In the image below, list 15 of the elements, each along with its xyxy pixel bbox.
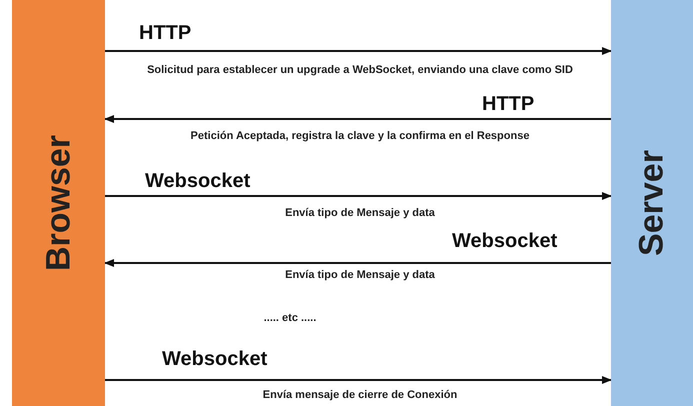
message-text: Envía mensaje de cierre de Conexión bbox=[262, 389, 458, 401]
message-text: Envía tipo de Mensaje y data bbox=[284, 269, 436, 281]
arrow bbox=[104, 115, 611, 123]
participant-label: Server bbox=[632, 150, 672, 256]
arrow bbox=[104, 259, 611, 267]
arrow bbox=[105, 47, 612, 55]
arrow bbox=[105, 376, 612, 384]
message-text: ..... etc ..... bbox=[262, 312, 318, 324]
message-text: Petición Aceptada, registra la clave y la confirma en el Response bbox=[190, 130, 530, 142]
lifeline-bar bbox=[12, 0, 105, 406]
message-text: Solicitud para establecer un upgrade a WebSocket, enviando una clave como SID bbox=[146, 64, 574, 76]
lifeline-bar bbox=[611, 0, 693, 406]
participant-label: Browser bbox=[39, 134, 78, 272]
arrow bbox=[105, 192, 612, 200]
message-text: Envía tipo de Mensaje y data bbox=[284, 207, 436, 219]
